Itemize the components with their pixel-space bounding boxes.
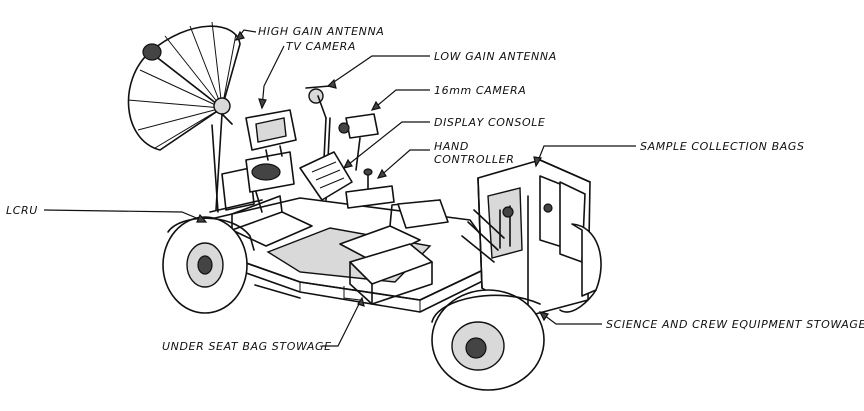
- leader-sample-collection-bags: [535, 145, 636, 167]
- front-left-wheel: [162, 216, 255, 314]
- leader-science-crew-stowage: [539, 311, 602, 325]
- label-16mm-camera: 16mm CAMERA: [434, 84, 526, 97]
- lcru-unit: [209, 167, 263, 213]
- display-console-unit: [299, 151, 353, 201]
- tv-camera-unit: [245, 109, 297, 213]
- label-hand-controller-line2: CONTROLLER: [434, 153, 514, 166]
- leader-tv-camera: [261, 45, 285, 109]
- front-right-wheel: [431, 289, 545, 391]
- camera-16mm-unit: [338, 113, 379, 171]
- leader-display-console: [343, 121, 430, 169]
- leader-under-seat-bag-stowage: [322, 297, 363, 347]
- high-gain-antenna-dish: [127, 21, 241, 213]
- label-sample-collection-bags: SAMPLE COLLECTION BAGS: [640, 140, 805, 153]
- leader-lcru: [43, 209, 207, 223]
- label-tv-camera: TV CAMERA: [286, 40, 356, 53]
- leader-low-gain-antenna: [327, 55, 430, 87]
- label-high-gain-antenna: HIGH GAIN ANTENNA: [258, 25, 384, 38]
- leader-hand-controller: [377, 149, 430, 179]
- seats: [231, 195, 449, 305]
- label-display-console: DISPLAY CONSOLE: [434, 116, 546, 129]
- label-science-crew-stowage: SCIENCE AND CREW EQUIPMENT STOWAGE: [606, 318, 864, 331]
- callout-labels: HIGH GAIN ANTENNA TV CAMERA LOW GAIN ANT…: [6, 25, 864, 353]
- hand-controller-unit: [345, 168, 395, 209]
- leader-lines: [43, 29, 636, 347]
- label-low-gain-antenna: LOW GAIN ANTENNA: [434, 50, 557, 63]
- label-hand-controller-line1: HAND: [434, 140, 469, 153]
- rear-right-wheel: [559, 223, 602, 313]
- label-lcru: LCRU: [6, 204, 38, 217]
- leader-16mm-camera: [371, 89, 430, 111]
- rover-illustration: [127, 21, 602, 391]
- rear-stowage-rack: [461, 159, 591, 317]
- label-under-seat-bag-stowage: UNDER SEAT BAG STOWAGE: [162, 340, 332, 353]
